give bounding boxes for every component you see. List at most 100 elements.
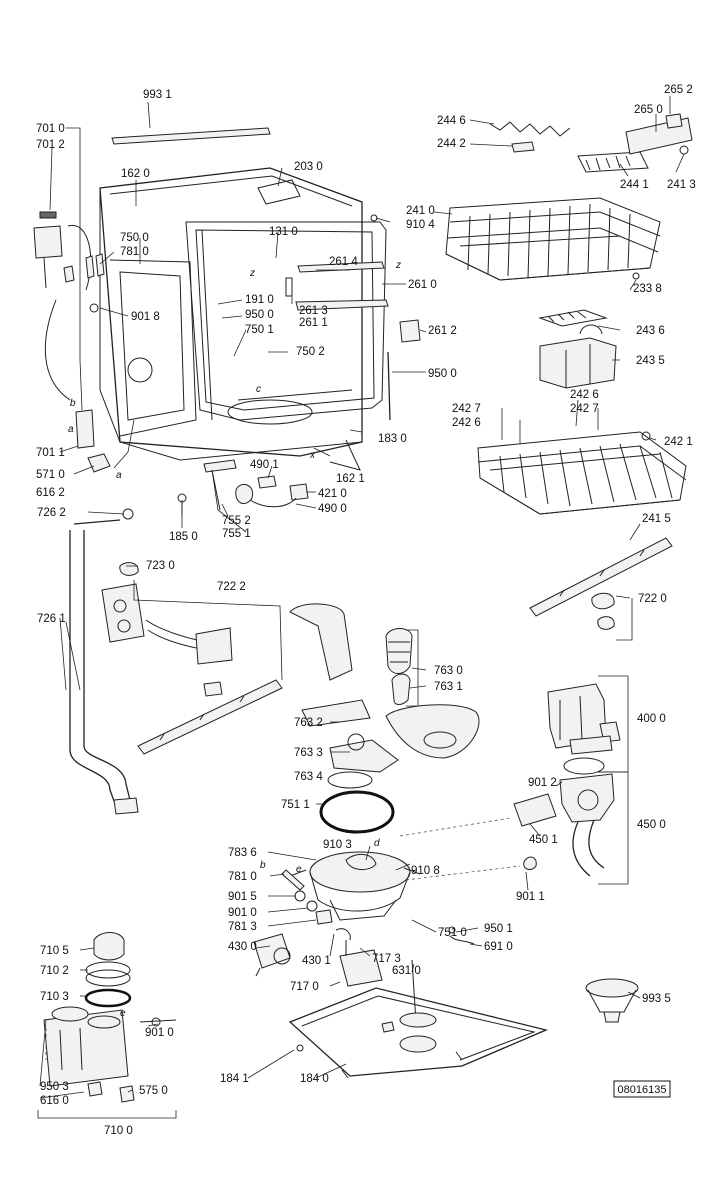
label-242-7-left: 242 7 [452, 403, 481, 415]
label-244-6: 244 6 [437, 115, 466, 127]
label-950-0-inner: 950 0 [245, 309, 274, 321]
label-717-3: 717 3 [372, 953, 401, 965]
label-751-0: 751 0 [438, 927, 467, 939]
label-242-6-left: 242 6 [452, 417, 481, 429]
label-950-1: 950 1 [484, 923, 513, 935]
label-710-5: 710 5 [40, 945, 69, 957]
label-184-0: 184 0 [300, 1073, 329, 1085]
part-door-rails [285, 261, 421, 343]
part-763-filters [289, 603, 480, 789]
part-710-water-softener [43, 932, 177, 1103]
label-131-0: 131 0 [269, 226, 298, 238]
label-261-2: 261 2 [428, 325, 457, 337]
letter-x: x [309, 450, 316, 461]
part-722-2-lower-spray-arm [101, 562, 283, 755]
label-185-0: 185 0 [169, 531, 198, 543]
label-244-2: 244 2 [437, 138, 466, 150]
letter-a-left: a [68, 424, 74, 435]
leader-lines [37, 96, 685, 1119]
part-701-1-bracket [75, 409, 111, 473]
label-710-2: 710 2 [40, 965, 69, 977]
label-490-1: 490 1 [250, 459, 279, 471]
label-162-1: 162 1 [336, 473, 365, 485]
label-421-0: 421 0 [318, 488, 347, 500]
label-243-5: 243 5 [636, 355, 665, 367]
label-750-0: 750 0 [120, 232, 149, 244]
letter-b-left: b [70, 398, 76, 409]
letter-d: d [374, 838, 380, 849]
part-243-cutlery-basket [538, 309, 617, 389]
label-901-0-mid: 901 0 [228, 907, 257, 919]
label-183-0: 183 0 [378, 433, 407, 445]
label-233-8: 233 8 [633, 283, 662, 295]
label-244-1: 244 1 [620, 179, 649, 191]
label-616-0: 616 0 [40, 1095, 69, 1107]
label-450-1: 450 1 [529, 834, 558, 846]
part-910-sump-basin [289, 851, 421, 921]
label-722-0: 722 0 [638, 593, 667, 605]
part-717-pressure-switch [339, 926, 475, 1028]
letter-e-sump: e [296, 864, 302, 875]
letter-c: c [256, 384, 261, 395]
label-750-2: 750 2 [296, 346, 325, 358]
label-901-2: 901 2 [528, 777, 557, 789]
label-616-2: 616 2 [36, 487, 65, 499]
part-701-inlet-valve [33, 211, 105, 401]
label-490-0: 490 0 [318, 503, 347, 515]
letter-b-bottom: b [260, 860, 266, 871]
part-722-0-upper-spray-arm [529, 537, 673, 630]
label-910-3: 910 3 [323, 839, 352, 851]
label-722-2: 722 2 [217, 581, 246, 593]
letter-a-lower: a [116, 470, 122, 481]
connector-letters: b a a c x z z b e d e [68, 260, 401, 1019]
label-450-0: 450 0 [637, 819, 666, 831]
label-571-0: 571 0 [36, 469, 65, 481]
part-242-lower-basket [477, 431, 687, 515]
label-261-0: 261 0 [408, 279, 437, 291]
part-751-1-o-ring [319, 790, 395, 834]
label-701-2: 701 2 [36, 139, 65, 151]
dashed-connections [45, 817, 521, 1060]
label-910-4: 910 4 [406, 219, 435, 231]
label-691-0: 691 0 [484, 941, 513, 953]
part-tub-frame [99, 167, 387, 471]
label-242-6-right: 242 6 [570, 389, 599, 401]
label-763-1: 763 1 [434, 681, 463, 693]
label-701-0: 701 0 [36, 123, 65, 135]
part-184-0-base-plate [288, 987, 549, 1079]
label-726-2: 726 2 [37, 507, 66, 519]
label-781-3: 781 3 [228, 921, 257, 933]
reference-number-box: 08016135 [613, 1080, 671, 1098]
label-950-3: 950 3 [40, 1081, 69, 1093]
label-763-2: 763 2 [294, 717, 323, 729]
label-265-2: 265 2 [664, 84, 693, 96]
label-575-0: 575 0 [139, 1085, 168, 1097]
label-723-0: 723 0 [146, 560, 175, 572]
label-750-1: 750 1 [245, 324, 274, 336]
label-755-1: 755 1 [222, 528, 251, 540]
label-265-0: 265 0 [634, 104, 663, 116]
label-243-6: 243 6 [636, 325, 665, 337]
part-185-0-screw [177, 493, 187, 516]
letter-z-right: z [395, 260, 401, 271]
label-241-3: 241 3 [667, 179, 696, 191]
label-901-5: 901 5 [228, 891, 257, 903]
part-993-1-top-strip [111, 127, 271, 145]
part-number-labels: 993 1 701 0 701 2 162 0 203 0 244 6 244 … [36, 84, 696, 1137]
label-993-5: 993 5 [642, 993, 671, 1005]
label-763-3: 763 3 [294, 747, 323, 759]
reference-number: 08016135 [618, 1084, 667, 1096]
part-950-0-strip [387, 351, 391, 421]
label-261-1: 261 1 [299, 317, 328, 329]
label-763-0: 763 0 [434, 665, 463, 677]
part-430-0-motor [253, 933, 291, 977]
label-763-4: 763 4 [294, 771, 323, 783]
label-184-1: 184 1 [220, 1073, 249, 1085]
label-950-0-outer: 950 0 [428, 368, 457, 380]
label-751-1: 751 1 [281, 799, 310, 811]
part-241-0-upper-basket [445, 197, 661, 281]
letter-z-left: z [249, 268, 255, 279]
label-631-0: 631 0 [392, 965, 421, 977]
label-783-6: 783 6 [228, 847, 257, 859]
